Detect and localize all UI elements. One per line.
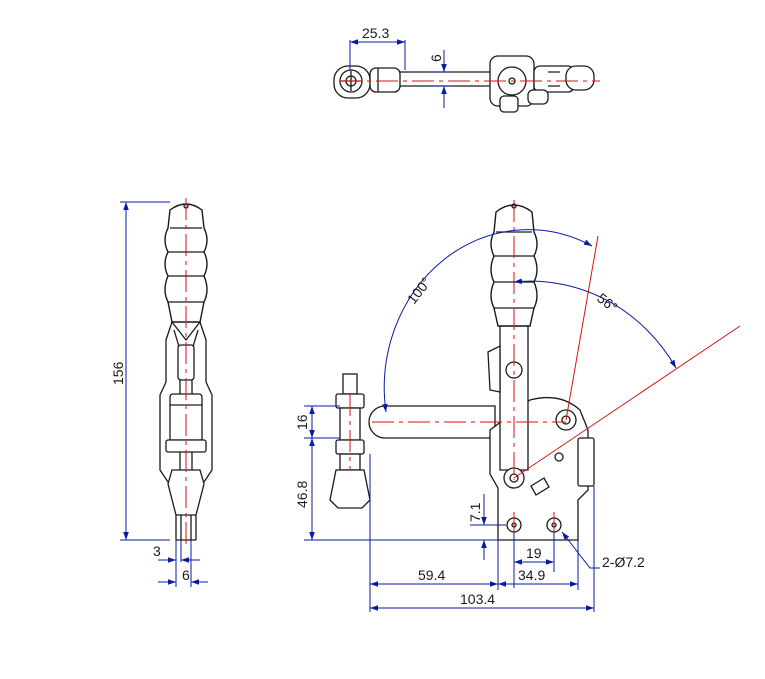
centerlines [185,80,741,545]
dim-hole-pitch: 19 [526,545,542,561]
dim-overall-length: 103.4 [460,591,495,607]
dim-spindle-height: 46.8 [294,481,310,508]
dim-side-six: 6 [182,567,190,583]
angle-handle-swing: 100° [404,274,434,307]
dim-hole-spacing: 34.9 [518,567,545,583]
side-view: 156 3 6 [110,201,213,587]
dim-overall-height: 156 [110,361,126,385]
top-view: 25.3 6 [333,25,595,113]
dim-reach: 59.4 [418,567,445,583]
dim-side-three: 3 [153,543,161,559]
dim-top-rod: 6 [428,54,444,62]
front-dims: 16 46.8 7.1 19 34.9 59.4 103.4 2-Ø7.2 [294,405,645,612]
dim-base-hole-height: 7.1 [467,502,483,522]
angle-bar-swing: 56° [594,290,621,316]
dim-holes-callout: 2-Ø7.2 [602,554,645,570]
dim-bar-height: 16 [294,414,310,430]
dim-top-width: 25.3 [362,25,389,41]
